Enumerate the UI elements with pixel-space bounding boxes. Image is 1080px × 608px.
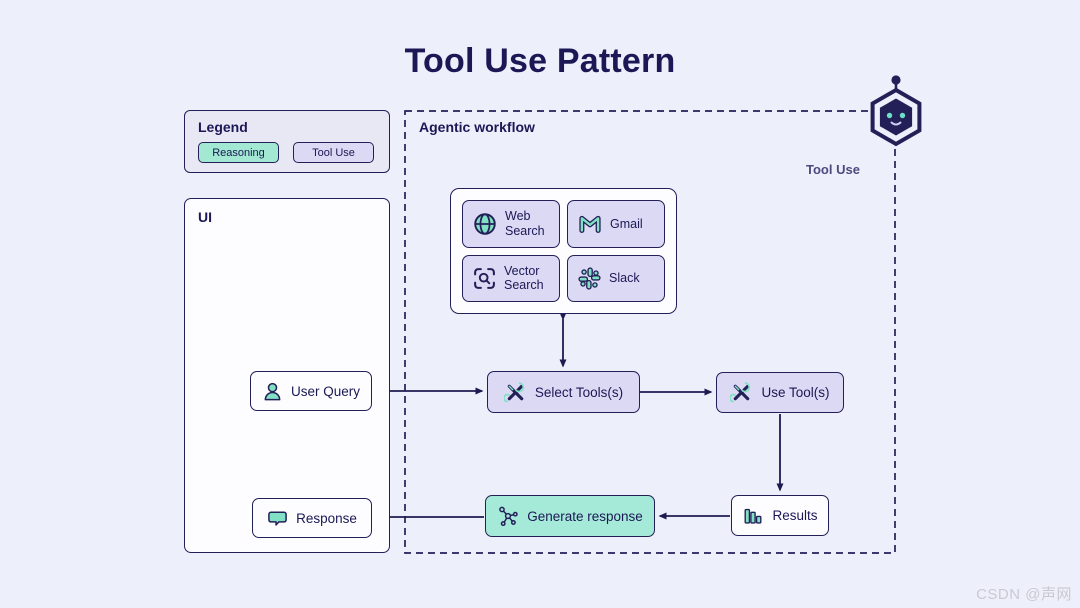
use-tools-node: Use Tool(s) [716, 372, 844, 413]
user-query-label: User Query [290, 383, 361, 399]
watermark: CSDN @声网 [976, 586, 1072, 603]
legend-items: Reasoning Tool Use [198, 142, 376, 163]
agentic-workflow-dashed-border [404, 110, 896, 554]
robot-icon [866, 72, 926, 153]
molecule-icon [497, 505, 519, 527]
generate-response-label: Generate response [527, 508, 643, 524]
legend-title: Legend [198, 119, 248, 135]
response-label: Response [296, 510, 357, 526]
use-tools-label: Use Tool(s) [761, 385, 830, 400]
gmail-icon [577, 211, 603, 237]
tool-chip-vector-search: Vector Search [462, 254, 560, 302]
vector-search-icon [472, 266, 497, 291]
tools-box: Web Search Gmail Vector Search [450, 188, 677, 314]
generate-response-node: Generate response [485, 495, 655, 537]
globe-icon [472, 211, 498, 237]
response-node: Response [252, 498, 372, 538]
speech-bubble-icon [267, 508, 288, 529]
legend-chip-reasoning: Reasoning [198, 142, 279, 163]
page-title: Tool Use Pattern [404, 42, 676, 80]
bar-chart-icon [742, 505, 764, 527]
legend-box: Legend Reasoning Tool Use [184, 110, 390, 173]
tool-label: Vector Search [504, 263, 544, 293]
tools-icon [730, 381, 753, 404]
user-query-node: User Query [250, 371, 372, 411]
tool-chip-web-search: Web Search [462, 200, 560, 248]
user-icon [262, 381, 283, 402]
tools-icon [503, 381, 527, 404]
tool-chip-gmail: Gmail [567, 200, 665, 248]
results-label: Results [772, 508, 818, 523]
tool-label: Slack [609, 271, 640, 286]
tool-label: Web Search [505, 209, 545, 238]
tool-label: Gmail [610, 216, 643, 231]
tool-chip-slack: Slack [567, 254, 665, 302]
legend-chip-tool-use: Tool Use [293, 142, 374, 163]
select-tools-label: Select Tools(s) [534, 384, 624, 400]
select-tools-node: Select Tools(s) [487, 371, 640, 413]
ui-panel-title: UI [198, 209, 212, 225]
results-node: Results [731, 495, 829, 536]
slack-icon [577, 266, 602, 291]
agentic-workflow-title: Agentic workflow [419, 119, 535, 135]
tool-use-side-label: Tool Use [806, 162, 860, 177]
